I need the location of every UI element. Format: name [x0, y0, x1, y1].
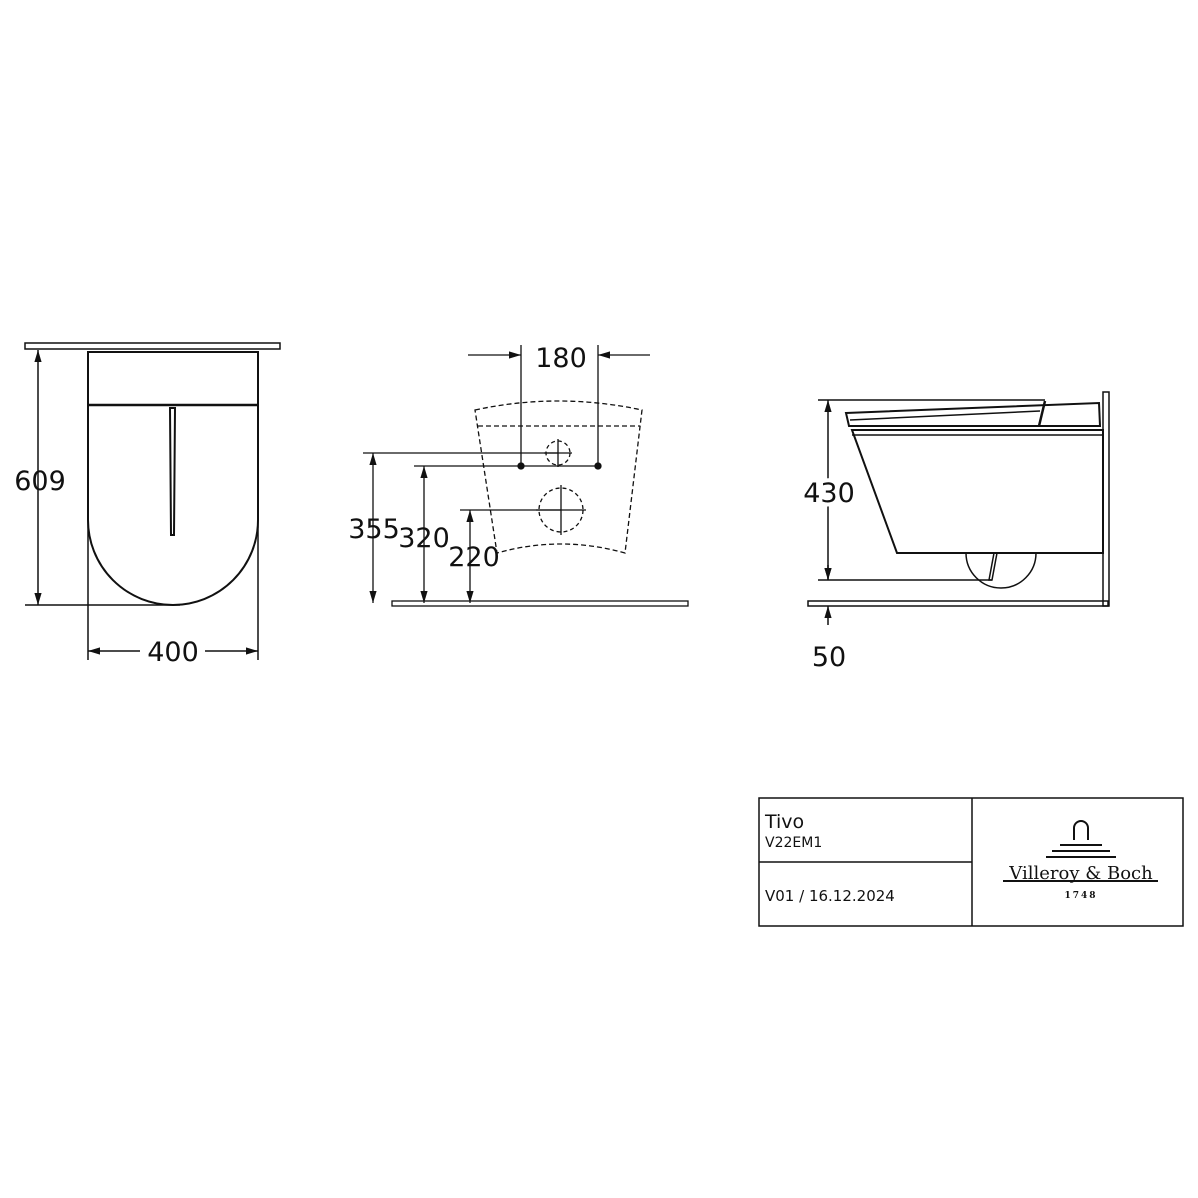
dim-355-label: 355	[348, 514, 400, 545]
front-width-label: 400	[147, 637, 199, 668]
rear-view	[363, 345, 689, 607]
product-name: Tivo	[764, 811, 804, 833]
toilet-outline	[87, 351, 259, 606]
front-view	[24, 342, 281, 660]
dim-320-label: 320	[398, 523, 450, 554]
side-offset-label: 50	[812, 642, 846, 673]
spacing-label: 180	[535, 343, 587, 374]
center-slot	[168, 407, 177, 536]
floor	[807, 600, 1109, 607]
bowl	[850, 429, 1104, 554]
wall-plate	[24, 342, 281, 350]
side-view	[807, 391, 1110, 625]
brand-founded: 1748	[1064, 891, 1097, 901]
seat-lid	[844, 401, 1102, 427]
dim-220-label: 220	[448, 542, 500, 573]
side-height-label: 430	[803, 478, 855, 509]
brand-logo-icon	[1003, 820, 1158, 882]
brand-name: Villeroy & Boch	[1008, 863, 1153, 884]
front-height-label: 609	[14, 466, 66, 497]
version-date: V01 / 16.12.2024	[765, 887, 895, 905]
product-code: V22EM1	[765, 835, 822, 851]
floor-plate	[391, 600, 689, 607]
title-block	[758, 797, 1184, 927]
